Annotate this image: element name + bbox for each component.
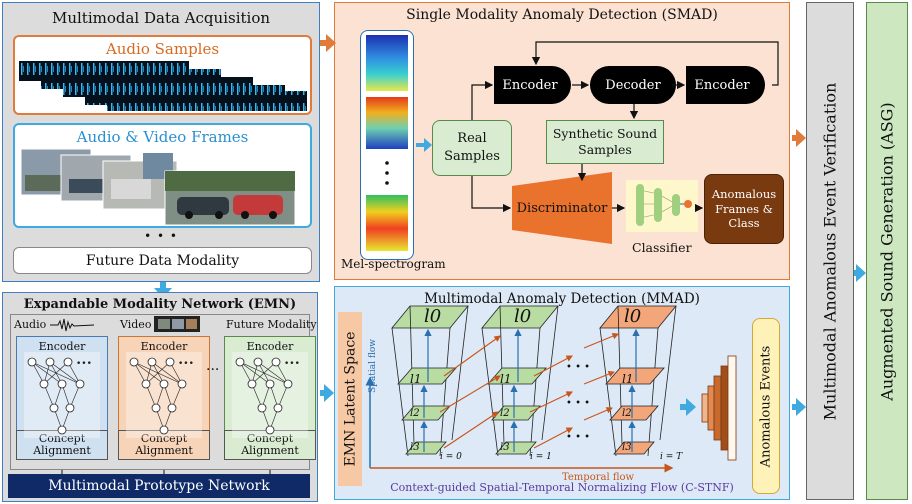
emn-latent-space-label: EMN Latent Space bbox=[342, 331, 358, 467]
emn-latent-space-bar: EMN Latent Space bbox=[338, 312, 362, 486]
col1-level-l1: l1 bbox=[500, 372, 512, 386]
emn-title: Expandable Modality Network (EMN) bbox=[23, 297, 297, 312]
audio-samples-box: Audio Samples bbox=[13, 35, 312, 115]
anomalous-events-label: Anomalous Events bbox=[758, 345, 774, 467]
colT-level-l0: l0 bbox=[624, 306, 642, 327]
encoder-label-1: Encoder bbox=[502, 77, 558, 93]
col1-level-l3: l3 bbox=[500, 442, 510, 453]
asg-label: Augmented Sound Generation (ASG) bbox=[877, 101, 897, 401]
index-label-iT: i = T bbox=[660, 452, 683, 462]
discriminator-label: Discriminator bbox=[516, 200, 608, 216]
classifier-label: Classifier bbox=[632, 240, 692, 255]
smad-title: Single Modality Anomaly Detection (SMAD) bbox=[406, 7, 718, 23]
classifier-network-icon bbox=[626, 180, 698, 232]
audio-video-frames-box: Audio & Video Frames bbox=[13, 123, 312, 228]
emn-dots: ... bbox=[206, 358, 220, 374]
audio-samples-label: Audio Samples bbox=[105, 40, 220, 58]
audio-wave-icon bbox=[50, 318, 94, 332]
col0-level-l3: l3 bbox=[410, 442, 420, 453]
colT-level-l1: l1 bbox=[622, 372, 634, 386]
temporal-flow-label: Temporal flow bbox=[562, 472, 635, 483]
mel-spectrogram-stack bbox=[360, 30, 414, 260]
data-acquisition-panel: Multimodal Data Acquisition Audio Sample… bbox=[2, 2, 320, 282]
emn-audio-concept-alignment: Concept Alignment bbox=[16, 430, 108, 460]
more-modalities-dots: • • • bbox=[144, 229, 178, 243]
cstnf-caption: Context-guided Spatial-Temporal Normaliz… bbox=[390, 481, 734, 494]
index-label-i1: i = 1 bbox=[530, 452, 552, 462]
colT-level-l2: l2 bbox=[622, 408, 632, 419]
emn-audio-label: Audio bbox=[14, 318, 47, 331]
asg-column: Augmented Sound Generation (ASG) bbox=[866, 2, 908, 500]
encoder-label-2: Encoder bbox=[694, 77, 750, 93]
mmad-dots-2: • • • bbox=[566, 398, 591, 409]
video-film-icon bbox=[154, 316, 200, 332]
audio-video-frames-label: Audio & Video Frames bbox=[76, 128, 249, 146]
discriminator-block bbox=[512, 172, 612, 244]
spatial-flow-label: Spatial flow bbox=[368, 338, 378, 394]
spatial-flow-axis-label-wrap: Spatial flow bbox=[366, 334, 380, 398]
col0-level-l2: l2 bbox=[410, 408, 420, 419]
col1-level-l2: l2 bbox=[500, 408, 510, 419]
anomalous-events-bar: Anomalous Events bbox=[752, 318, 780, 494]
audio-waveforms-image bbox=[19, 61, 307, 111]
mmad-panel: Multimodal Anomaly Detection (MMAD) Cont… bbox=[334, 286, 790, 500]
emn-future-encoder-label: Encoder bbox=[246, 340, 294, 353]
anomalous-frames-class-box: Anomalous Frames & Class bbox=[704, 174, 784, 244]
col0-level-l1: l1 bbox=[410, 372, 422, 386]
multimodal-prototype-network-bar: Multimodal Prototype Network bbox=[8, 474, 310, 498]
colT-level-l3: l3 bbox=[622, 442, 632, 453]
real-samples-box: Real Samples bbox=[432, 120, 512, 176]
mmad-dots-1: • • • bbox=[566, 362, 591, 373]
emn-future-concept-alignment: Concept Alignment bbox=[224, 430, 316, 460]
col0-level-l0: l0 bbox=[424, 306, 442, 327]
mmad-dots-3: • • • bbox=[566, 432, 591, 443]
mmad-title: Multimodal Anomaly Detection (MMAD) bbox=[424, 291, 700, 307]
emn-video-concept-alignment: Concept Alignment bbox=[118, 430, 210, 460]
emn-future-label: Future Modality bbox=[226, 318, 317, 331]
video-frames-image bbox=[21, 148, 296, 226]
emn-video-encoder-label: Encoder bbox=[140, 340, 188, 353]
verification-column: Multimodal Anomalous Event Verification bbox=[806, 2, 854, 500]
emn-video-label: Video bbox=[120, 318, 152, 331]
mel-spectrogram-label: Mel-spectrogram bbox=[341, 257, 446, 271]
synthetic-sound-samples-box: Synthetic Sound Samples bbox=[546, 120, 664, 164]
acquisition-title: Multimodal Data Acquisition bbox=[51, 9, 271, 27]
decoder-label: Decoder bbox=[605, 77, 661, 93]
mel-spectrogram-image bbox=[366, 35, 408, 251]
verification-label: Multimodal Anomalous Event Verification bbox=[820, 82, 840, 420]
index-label-i0: i = 0 bbox=[440, 452, 462, 462]
future-data-modality-box: Future Data Modality bbox=[13, 247, 312, 274]
col1-level-l0: l0 bbox=[514, 306, 532, 327]
emn-audio-encoder-label: Encoder bbox=[38, 340, 86, 353]
